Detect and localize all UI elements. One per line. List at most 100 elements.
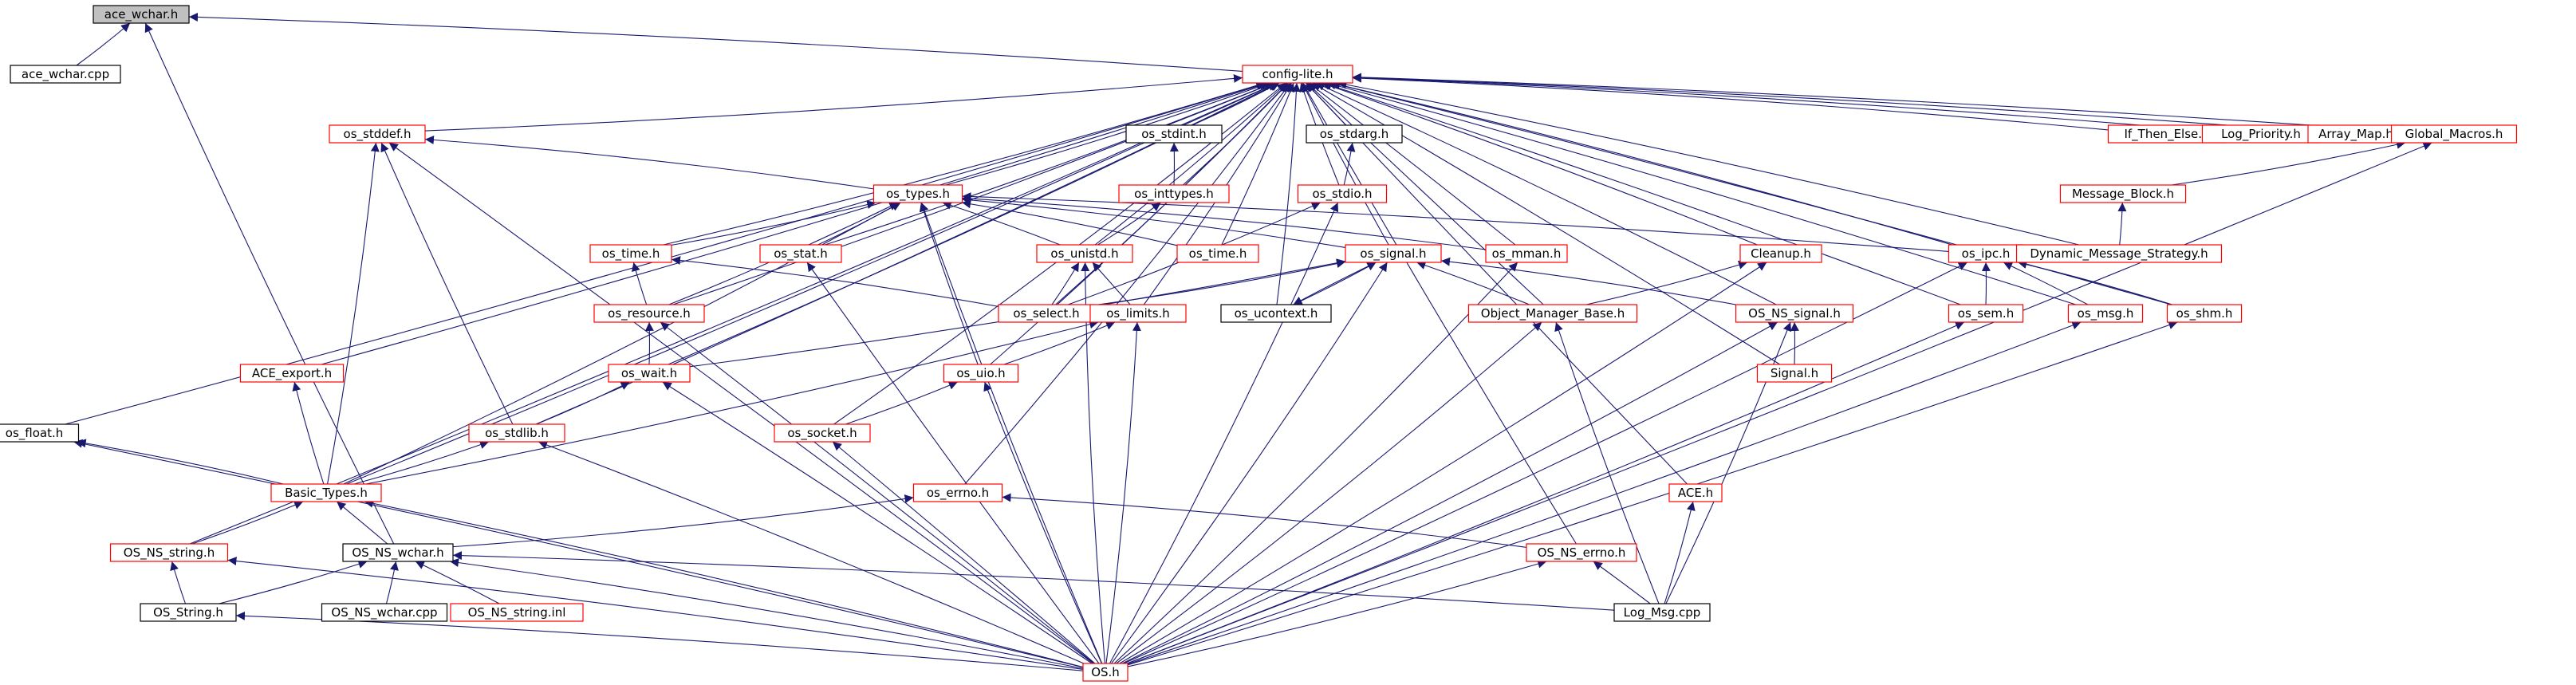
node-os-ns-string-inl[interactable]: OS_NS_string.inl	[450, 603, 584, 622]
node-os-wait-h[interactable]: os_wait.h	[608, 364, 691, 383]
edge-os-ns-wchar-h-to-basic-types-h	[336, 501, 388, 545]
edge-os-resource-h-to-os-time-h	[631, 262, 648, 305]
node-global-macros-h[interactable]: Global_Macros.h	[2390, 124, 2518, 144]
node-box	[2067, 304, 2144, 323]
edge-os-h-to-os-ns-signal-h	[1121, 321, 1778, 664]
edge-os-select-h-to-os-time-h	[671, 256, 999, 307]
node-os-limits-h[interactable]: os_limits.h	[1089, 304, 1187, 323]
node-os-stddef-h[interactable]: os_stddef.h	[329, 124, 426, 144]
node-os-stdlib-h[interactable]: os_stdlib.h	[468, 423, 565, 443]
edge-os-h-to-os-wait-h	[662, 381, 1093, 664]
node-os-h[interactable]: OS.h	[1082, 663, 1128, 682]
node-os-float-h[interactable]: os_float.h	[0, 423, 80, 443]
node-box	[1089, 304, 1187, 323]
node-basic-types-h[interactable]: Basic_Types.h	[270, 483, 382, 502]
node-box	[1297, 184, 1388, 203]
node-os-string-h[interactable]: OS_String.h	[140, 603, 237, 622]
edge-os-ns-wchar-cpp-to-os-ns-wchar-h	[385, 561, 399, 604]
edge-os-h-to-os-mman-h	[1113, 262, 1518, 664]
node-os-unistd-h[interactable]: os_unistd.h	[1036, 244, 1133, 263]
edge-os-string-h-to-os-ns-wchar-h	[219, 560, 368, 604]
node-os-stdio-h[interactable]: os_stdio.h	[1297, 184, 1388, 203]
node-os-stdint-h[interactable]: os_stdint.h	[1125, 124, 1223, 144]
edge-os-ucontext-h-to-config-lite-h	[1276, 82, 1301, 305]
node-message-block-h[interactable]: Message_Block.h	[2059, 184, 2187, 203]
node-ace-export-h[interactable]: ACE_export.h	[239, 364, 345, 383]
edge-os-h-to-basic-types-h	[364, 498, 1084, 668]
edge-os-h-to-os-shm-h	[1127, 321, 2178, 666]
node-os-sem-h[interactable]: os_sem.h	[1948, 304, 2024, 323]
node-box	[140, 603, 237, 622]
node-os-ns-wchar-cpp[interactable]: OS_NS_wchar.cpp	[321, 603, 448, 622]
node-if-then-else-h[interactable]: If_Then_Else.h	[2107, 124, 2227, 144]
node-label: Log_Msg.cpp	[1624, 605, 1701, 620]
edge-os-ns-string-inl-to-os-ns-wchar-h	[415, 561, 500, 604]
node-label: os_stddef.h	[344, 127, 412, 142]
node-box	[1739, 244, 1822, 263]
node-box	[1668, 483, 1723, 502]
node-os-socket-h[interactable]: os_socket.h	[774, 423, 871, 443]
node-box	[1118, 184, 1230, 203]
node-box	[774, 423, 871, 443]
edge-os-stdlib-h-to-os-wait-h	[536, 381, 630, 425]
node-os-time-h[interactable]: os_time.h	[589, 244, 672, 263]
node-label: os_socket.h	[787, 426, 857, 441]
node-label: Global_Macros.h	[2405, 127, 2503, 142]
node-label: Log_Priority.h	[2221, 127, 2301, 142]
edge-os-ns-string-h-to-basic-types-h	[191, 501, 304, 545]
node-os-ns-string-h[interactable]: OS_NS_string.h	[109, 543, 229, 562]
node-os-msg-h[interactable]: os_msg.h	[2067, 304, 2144, 323]
node-box	[1613, 603, 1711, 622]
node-os-errno-h[interactable]: os_errno.h	[912, 483, 1003, 502]
node-os-time-h-2[interactable]: os_time.h	[1176, 244, 1259, 263]
edge-layer	[65, 12, 2432, 671]
edge-os-errno-h-to-config-lite-h	[964, 82, 1291, 485]
edge-os-h-to-os-resource-h	[660, 321, 1095, 664]
node-box	[468, 423, 565, 443]
node-os-signal-h[interactable]: os_signal.h	[1345, 244, 1442, 263]
node-label: os_stdarg.h	[1320, 127, 1389, 142]
edge-os-h-to-os-ns-string-h	[227, 557, 1084, 670]
node-os-ucontext-h[interactable]: os_ucontext.h	[1220, 304, 1332, 323]
node-array-map-h[interactable]: Array_Map.h	[2307, 124, 2405, 144]
node-os-ns-wchar-h[interactable]: OS_NS_wchar.h	[342, 543, 454, 562]
edge-os-types-h-to-os-stddef-h	[424, 135, 874, 190]
node-log-msg-cpp[interactable]: Log_Msg.cpp	[1613, 603, 1711, 622]
node-os-ipc-h[interactable]: os_ipc.h	[1948, 244, 2024, 263]
node-config-lite-h[interactable]: config-lite.h	[1242, 65, 1353, 84]
node-os-ns-errno-h[interactable]: OS_NS_errno.h	[1526, 543, 1637, 562]
edge-os-uio-h-to-os-limits-h	[1003, 321, 1116, 365]
node-log-priority-h[interactable]: Log_Priority.h	[2201, 124, 2321, 144]
node-dynamic-message-strategy-h[interactable]: Dynamic_Message_Strategy.h	[2015, 244, 2223, 263]
node-label: ACE_export.h	[252, 366, 332, 381]
node-os-types-h[interactable]: os_types.h	[872, 184, 963, 203]
node-os-shm-h[interactable]: os_shm.h	[2166, 304, 2243, 323]
edge-os-h-to-os-uio-h	[983, 381, 1102, 664]
node-label: OS_NS_string.inl	[468, 605, 566, 620]
node-os-mman-h[interactable]: os_mman.h	[1485, 244, 1568, 263]
node-os-uio-h[interactable]: os_uio.h	[943, 364, 1019, 383]
node-os-stdarg-h[interactable]: os_stdarg.h	[1306, 124, 1403, 144]
node-os-inttypes-h[interactable]: os_inttypes.h	[1118, 184, 1230, 203]
node-os-select-h[interactable]: os_select.h	[998, 304, 1095, 323]
node-label: Signal.h	[1771, 366, 1818, 380]
node-signal-h[interactable]: Signal.h	[1756, 364, 1833, 383]
node-ace-wchar-cpp[interactable]: ace_wchar.cpp	[10, 65, 121, 84]
node-os-resource-h[interactable]: os_resource.h	[593, 304, 705, 323]
node-cleanup-h[interactable]: Cleanup.h	[1739, 244, 1822, 263]
edge-os-h-to-cleanup-h	[1119, 262, 1767, 664]
edge-os-h-to-os-string-h	[235, 611, 1084, 671]
edge-object-manager-base-h-to-os-signal-h	[1416, 261, 1530, 305]
edge-os-signal-h-to-os-ucontext-h	[1293, 262, 1377, 305]
node-os-stat-h[interactable]: os_stat.h	[759, 244, 842, 263]
node-object-manager-base-h[interactable]: Object_Manager_Base.h	[1467, 304, 1638, 323]
node-os-ns-signal-h[interactable]: OS_NS_signal.h	[1735, 304, 1854, 323]
edge-os-uio-h-to-config-lite-h	[990, 82, 1289, 365]
edge-os-h-to-os-ns-errno-h	[1127, 559, 1547, 667]
node-label: OS_NS_string.h	[124, 545, 215, 561]
edge-os-uio-h-to-os-types-h	[919, 202, 979, 365]
node-box	[943, 364, 1019, 383]
edge-os-ns-errno-h-to-os-errno-h	[1002, 493, 1527, 548]
node-ace-h[interactable]: ACE.h	[1668, 483, 1723, 502]
node-ace-wchar-h[interactable]: ace_wchar.h	[93, 5, 190, 24]
